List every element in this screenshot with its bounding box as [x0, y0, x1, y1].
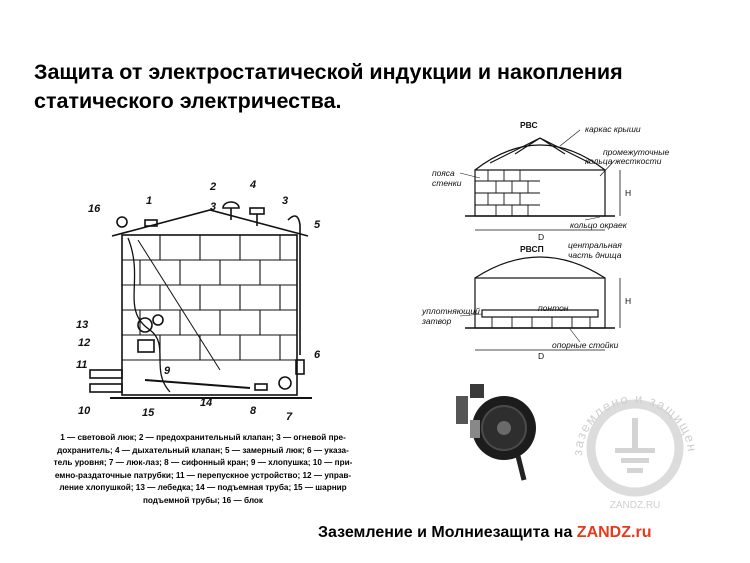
num-15: 15	[142, 407, 155, 419]
title-line-1: Защита от электростатической индукции и …	[34, 60, 623, 84]
cable-reel-photo	[450, 382, 550, 482]
rvsp-title: РВСП	[520, 244, 544, 254]
level-gauge	[295, 359, 305, 375]
footer: Заземление и Молниезащита на ZANDZ.ru	[318, 524, 651, 542]
title-line-2: статического электричества.	[34, 89, 342, 113]
flap-control	[152, 314, 164, 326]
rvs-label-d: D	[538, 232, 544, 242]
logo-ring	[586, 399, 684, 497]
rvs-drawing: РВС каркас крыши промежуточные кольца же…	[421, 120, 669, 361]
grounding-logo-mark: заземлено и защищено ZANDZ.RU	[560, 368, 699, 511]
caption-line-2: дохранитель; 4 — дыхательный клапан; 5 —…	[57, 445, 349, 455]
label-roof-frame: каркас крыши	[585, 124, 641, 134]
num-11: 11	[76, 359, 87, 371]
label-wall-belts-1: пояса	[432, 168, 455, 178]
rvsp-supports	[491, 317, 591, 328]
tank-roof	[111, 209, 309, 237]
num-2: 2	[209, 181, 216, 193]
num-10: 10	[78, 405, 91, 417]
rvsp-label-h: H	[625, 296, 631, 306]
level-indicator	[287, 215, 301, 355]
tank-caption: 1 — световой люк; 2 — предохранительный …	[28, 432, 378, 508]
light-hatch	[144, 219, 158, 227]
slide-title: Защита от электростатической индукции и …	[34, 58, 734, 116]
caption-line-1: 1 — световой люк; 2 — предохранительный …	[60, 433, 346, 442]
rvsp-pontoon	[481, 309, 599, 318]
rvs-title: РВС	[520, 120, 538, 130]
tank-shell	[121, 234, 298, 396]
label-supports: опорные стойки	[552, 340, 619, 350]
breathing-valve	[249, 207, 265, 215]
ground-icon	[615, 418, 655, 473]
nozzle-upper	[89, 369, 123, 379]
num-7: 7	[286, 411, 293, 423]
reel-mount	[456, 396, 468, 424]
footer-prefix: Заземление и Молниезащита на	[318, 524, 577, 541]
num-12: 12	[78, 337, 90, 349]
rvs-diagram: РВС каркас крыши промежуточные кольца же…	[420, 118, 720, 366]
caption-line-3: тель уровня; 7 — люк-лаз; 8 — сифонный к…	[53, 458, 353, 468]
label-stiff-ring-1: промежуточные	[603, 147, 669, 157]
reel-bracket	[470, 384, 484, 398]
label-seal-1: уплотняющий	[421, 306, 480, 316]
tank-diagram: 1 2 3 4 3 5 16 13 12 11 9 10 6 15 14 8 7	[50, 170, 380, 432]
label-stiff-ring-2: кольца жесткости	[585, 156, 662, 166]
num-6: 6	[314, 349, 321, 361]
winch	[137, 317, 153, 333]
logo-site: ZANDZ.RU	[610, 500, 661, 511]
pulley-block	[116, 216, 128, 228]
tank-drawing: 1 2 3 4 3 5 16 13 12 11 9 10 6 15 14 8 7	[76, 179, 321, 423]
num-5: 5	[314, 219, 321, 231]
footer-tld[interactable]: .ru	[631, 524, 652, 541]
caption-line-4: емно-раздаточные патрубки; 11 — перепуск…	[54, 470, 352, 480]
num-13: 13	[76, 319, 88, 331]
safety-valve	[222, 201, 240, 209]
num-3b: 3	[282, 195, 288, 207]
caption-line-5: ление хлопушкой; 13 — лебедка; 14 — подъ…	[59, 483, 347, 493]
label-wall-belts-2: стенки	[432, 178, 462, 188]
footer-brand[interactable]: ZANDZ	[576, 524, 632, 541]
bypass-device	[137, 339, 155, 353]
num-3a: 3	[210, 201, 216, 213]
reel-cable	[515, 455, 527, 481]
wall-belts	[122, 235, 297, 361]
lifting-pipe	[144, 379, 251, 389]
reel-clip	[470, 420, 480, 438]
num-1: 1	[146, 195, 152, 207]
manhole	[278, 376, 292, 390]
num-16: 16	[88, 203, 101, 215]
caption-line-6: подъемной трубы; 16 — блок	[142, 495, 264, 505]
rvsp-roof	[474, 256, 606, 279]
siphon-tap	[254, 383, 268, 391]
rvsp-label-d: D	[538, 351, 544, 361]
num-14: 14	[200, 397, 212, 409]
rvs-roof	[474, 144, 606, 171]
rvs-wall-belts	[475, 170, 540, 216]
num-8: 8	[250, 405, 257, 417]
grounding-logo: заземлено и защищено ZANDZ.RU	[560, 368, 710, 518]
label-edge-ring: кольцо окраек	[570, 220, 628, 230]
label-central-1: центральная	[568, 240, 622, 250]
num-9: 9	[164, 365, 171, 377]
label-central-2: часть днища	[568, 250, 622, 260]
winch-cable	[137, 239, 221, 371]
label-pontoon: понтон	[538, 303, 569, 313]
cable-reel-image	[456, 384, 536, 481]
nozzle-lower	[89, 383, 123, 393]
label-seal-2: затвор	[421, 316, 452, 326]
rvs-label-h: H	[625, 188, 631, 198]
num-4: 4	[249, 179, 256, 191]
